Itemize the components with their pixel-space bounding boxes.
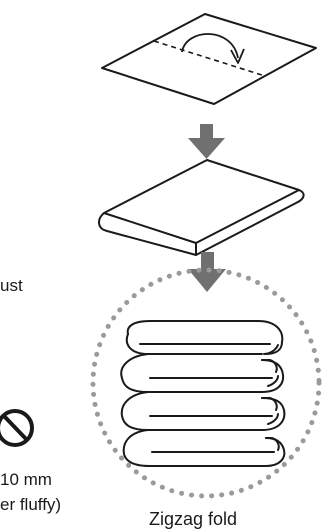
side-text-fragment: ust: [0, 276, 23, 296]
zigzag-fold-caption: Zigzag fold: [149, 509, 237, 529]
half-folded-towel: [99, 160, 304, 255]
flat-towel: [102, 14, 316, 104]
zigzag-folded-stack: [121, 321, 284, 466]
down-arrow-icon: [188, 124, 225, 159]
thickness-label-fragment: 10 mm: [0, 470, 52, 490]
fluffy-note-fragment: er fluffy): [0, 495, 61, 515]
dotted-circle: [93, 270, 319, 496]
prohibited-icon: [0, 411, 32, 445]
